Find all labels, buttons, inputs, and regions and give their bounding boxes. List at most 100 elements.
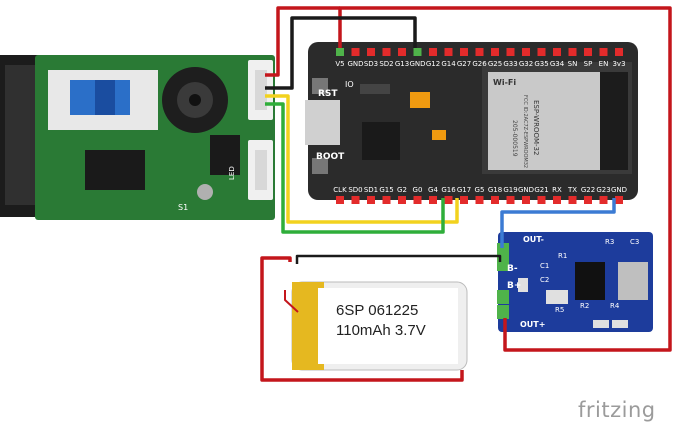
esp32-pin [367,48,375,56]
esp32-pin-label: SD2 [379,60,393,68]
charger-part-r4: R4 [610,302,620,310]
rst-label: RST [318,89,338,99]
module-text-2: FCC ID:2AC7Z-ESPWROOM32 [522,95,528,169]
scanner-s1-label: S1 [178,203,189,212]
esp32-pin-label: G4 [428,186,438,194]
wire-blue-gnd [500,198,616,248]
esp32-pin [351,196,360,204]
esp32-pin [336,196,344,204]
esp32-pin-label: G15 [379,186,393,194]
esp32-pin [537,48,546,56]
wire-red-battery [260,256,464,382]
charger-part-r3: R3 [605,238,615,246]
esp32-pin-label: GND [409,60,425,68]
battery [291,281,468,371]
esp32-pin [599,48,608,56]
esp32-pin [584,48,592,56]
esp32-pin-label: G17 [457,186,471,194]
esp32-pin [351,48,360,56]
charger-part-c3: C3 [630,238,640,246]
esp32-pin-label: G23 [596,186,610,194]
esp32-pin [382,196,391,204]
module-text-3: 205-000519 [511,120,518,157]
esp32-pin-label: SP [584,60,593,68]
esp32-pin-label: G27 [457,60,471,68]
charger-b-minus: B- [507,264,518,274]
scanner-module [0,55,275,220]
boot-label: BOOT [316,152,345,162]
esp32-pin-label: SD3 [364,60,378,68]
esp32-pin-label: G32 [519,60,533,68]
esp32-pin [568,196,577,204]
esp32-pin [568,48,577,56]
esp32-pin [491,196,499,204]
esp32-pin [537,196,546,204]
charger-part-r1: R1 [558,252,568,260]
esp32-pin [413,48,422,56]
esp32-pin [429,196,437,204]
wires [260,6,672,382]
battery-label-line2: 110mAh 3.7V [336,322,426,339]
charger-part-r5: R5 [555,306,565,314]
charger-part-r2: R2 [580,302,590,310]
esp32-pin-label: G19 [503,186,517,194]
esp32-pin [522,196,530,204]
module-text-1: ESP-WROOM-32 [532,100,540,156]
wire-yellow [265,94,459,224]
wire-black-battery [295,254,502,264]
esp32-pin [475,48,484,56]
wire-green [265,102,445,234]
esp32-pin-label: G18 [488,186,502,194]
battery-label-line1: 6SP 061225 [336,302,419,319]
esp32-pin-label: G12 [426,60,440,68]
esp32-pin [475,196,484,204]
esp32-pin-label: G13 [395,60,409,68]
esp32-pin-label: G33 [503,60,517,68]
esp32-pin [444,196,453,204]
esp32-pin-label: GND [611,186,627,194]
esp32-pin-label: V5 [335,60,344,68]
esp32-pin [336,48,344,56]
esp32-pin-label: SD0 [348,186,362,194]
esp32-pin [491,48,499,56]
esp32-pin [429,48,437,56]
esp32-pin [413,196,422,204]
wifi-label: Wi-Fi [493,78,517,87]
esp32-pin [553,48,561,56]
esp32-pin-label: TX [567,186,577,194]
charger-b-plus: B+ [507,281,522,291]
wire-red-v5 [338,6,672,352]
charger-out-plus: OUT+ [520,320,546,329]
esp32-pin [460,196,468,204]
esp32-pin-label: G21 [534,186,548,194]
esp32-pin-label: EN [599,60,609,68]
esp32-pin-label: G34 [550,60,565,68]
esp32-pin [553,196,561,204]
esp32-pin [382,48,391,56]
esp32-pin [506,48,515,56]
esp32-pin [398,48,406,56]
esp32-pin [615,196,623,204]
esp32-pin [398,196,406,204]
esp32-pin [522,48,530,56]
charger-out-minus: OUT- [523,235,544,244]
esp32-pin-label: 3v3 [612,60,625,68]
esp32-pin-label: CLK [333,186,347,194]
esp32-board [305,42,638,200]
esp32-pin [615,48,623,56]
fritzing-logo: fritzing [578,398,656,422]
esp32-pin-label: SN [568,60,578,68]
charger-part-c1: C1 [540,262,550,270]
esp32-pin [444,48,453,56]
wire-black-gnd [265,16,417,90]
esp32-pin-label: G25 [488,60,502,68]
wire-red-scanner [265,6,340,77]
charger-part-c2: C2 [540,276,550,284]
scanner-led-label: LED [228,166,236,180]
esp32-pin-label: G14 [441,60,456,68]
esp32-pin-label: G16 [441,186,456,194]
esp32-pin-label: G22 [581,186,595,194]
